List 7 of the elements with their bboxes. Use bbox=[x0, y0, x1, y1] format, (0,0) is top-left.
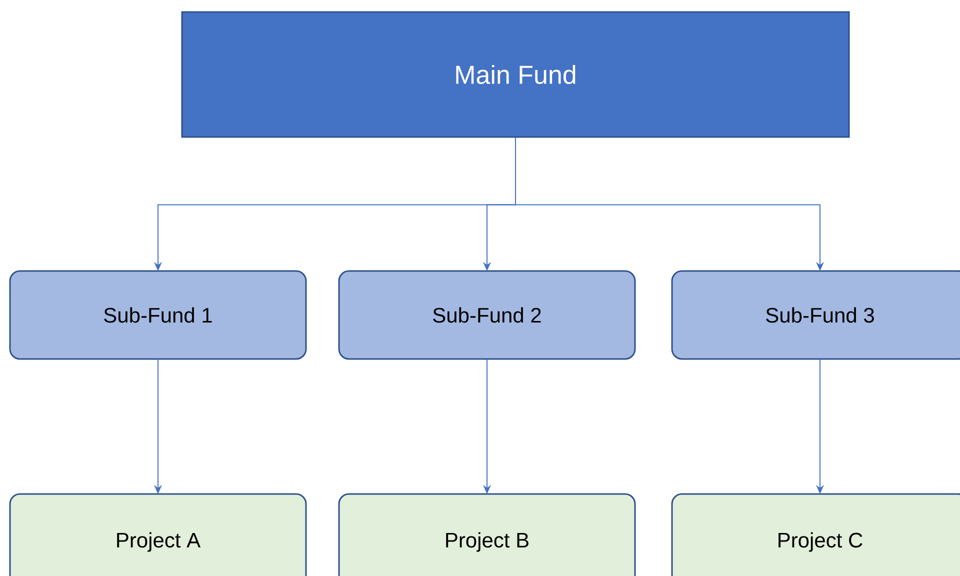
fund-box: Main Fund bbox=[181, 11, 850, 138]
sub-fund-box: Sub-Fund 1 bbox=[9, 270, 307, 360]
project-box: Project B bbox=[338, 493, 636, 576]
sub-fund-box: Sub-Fund 3 bbox=[671, 270, 960, 360]
project-box: Project A bbox=[9, 493, 307, 576]
project-box: Project C bbox=[671, 493, 960, 576]
sub-fund-box: Sub-Fund 2 bbox=[338, 270, 636, 360]
